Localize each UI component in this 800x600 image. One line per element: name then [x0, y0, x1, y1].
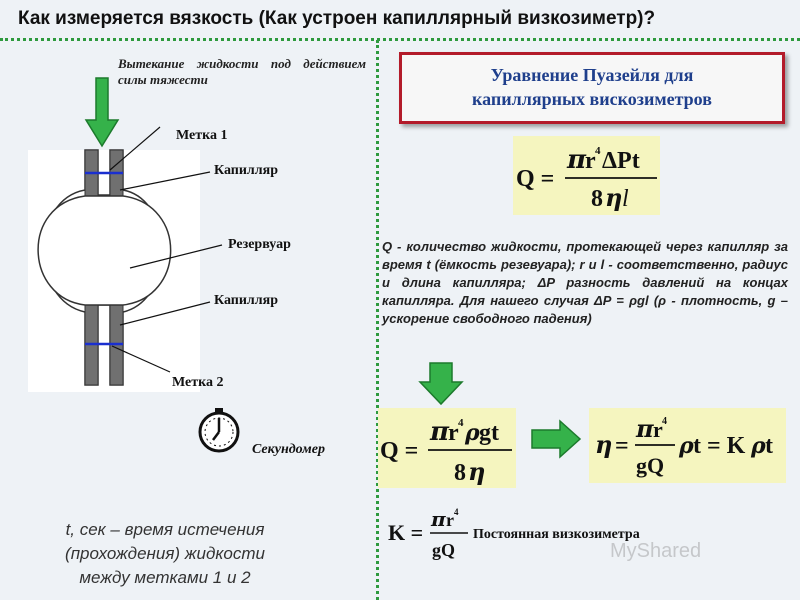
svg-text:ΔPt: ΔPt	[602, 148, 640, 174]
svg-text:4: 4	[662, 416, 667, 427]
poiseuille-title-line2: капиллярных вискозиметров	[472, 89, 712, 109]
formula-eta: η = π r 4 gQ ρ t = K ρ t	[589, 408, 786, 483]
label-reservoir: Резервуар	[228, 237, 291, 252]
svg-text:4: 4	[458, 417, 464, 429]
formula-poiseuille: Q = π r 4 ΔPt 8 η l	[513, 136, 660, 215]
svg-text:gt: gt	[479, 420, 499, 446]
svg-text:π: π	[566, 145, 587, 175]
svg-text:t: t	[765, 433, 773, 459]
flow-arrow-icon	[84, 77, 120, 148]
flow-description: Вытекание жидкости под действием силы тя…	[118, 56, 366, 87]
svg-text:ρ: ρ	[464, 420, 480, 446]
time-description-line2: (прохождения) жидкости	[65, 544, 265, 563]
svg-text:gQ: gQ	[636, 453, 664, 478]
down-arrow-icon	[418, 362, 464, 406]
poiseuille-title-line1: Уравнение Пуазейля для	[490, 65, 694, 85]
formula-description: Q - количество жидкости, протекающей чер…	[382, 239, 788, 326]
svg-text:r: r	[446, 510, 454, 530]
label-capillary-top: Капилляр	[214, 163, 278, 178]
svg-text:K =: K =	[388, 520, 423, 545]
svg-text:gQ: gQ	[432, 540, 455, 560]
svg-text:η: η	[605, 183, 622, 212]
label-mark1: Метка 1	[176, 128, 228, 143]
right-arrow-icon	[531, 419, 582, 459]
svg-text:t = K: t = K	[693, 433, 746, 459]
constant-label: Постоянная визкозиметра	[473, 527, 640, 542]
time-description: t, сек – время истечения (прохождения) ж…	[20, 518, 310, 590]
svg-text:r: r	[448, 420, 459, 446]
stopwatch-icon	[198, 408, 240, 453]
label-mark2: Метка 2	[172, 375, 224, 390]
svg-text:8: 8	[454, 460, 466, 486]
divider-vertical	[376, 40, 379, 600]
svg-text:η: η	[468, 457, 485, 486]
pointer-mark1	[109, 126, 161, 171]
svg-text:4: 4	[595, 145, 601, 157]
formula-q-density: Q = π r 4 ρ gt 8 η	[378, 408, 516, 488]
svg-text:π: π	[430, 507, 446, 531]
svg-text:η: η	[595, 430, 612, 459]
label-capillary-bottom: Капилляр	[214, 293, 278, 308]
svg-text:r: r	[585, 148, 596, 174]
watermark-logo: MyShared	[610, 540, 702, 562]
formula-q-density-svg: Q = π r 4 ρ gt 8 η	[380, 417, 512, 486]
svg-text:r: r	[653, 417, 663, 442]
viscometer-diagram	[28, 77, 240, 453]
svg-text:4: 4	[454, 507, 459, 517]
formula-k: K = π r 4 gQ	[388, 507, 468, 560]
formula-poiseuille-svg: Q = π r 4 ΔPt 8 η l	[516, 145, 657, 212]
svg-text:l: l	[622, 186, 629, 212]
label-stopwatch: Секундомер	[252, 442, 325, 457]
svg-text:=: =	[615, 433, 629, 459]
svg-text:8: 8	[591, 186, 603, 212]
pointer-mark2	[111, 345, 171, 373]
pointer-capillary-bottom	[119, 301, 211, 326]
svg-text:π: π	[635, 414, 654, 443]
divider-horizontal	[0, 38, 800, 41]
svg-text:Q =: Q =	[516, 166, 554, 192]
time-description-line1: t, сек – время истечения	[65, 520, 265, 539]
svg-text:ρ: ρ	[750, 433, 766, 459]
time-description-line3: между метками 1 и 2	[79, 568, 251, 587]
poiseuille-title-box: Уравнение Пуазейля для капиллярных виско…	[399, 52, 785, 124]
svg-text:Q =: Q =	[380, 438, 418, 464]
svg-text:ρ: ρ	[678, 433, 694, 459]
svg-text:π: π	[429, 417, 450, 447]
page-title: Как измеряется вязкость (Как устроен кап…	[18, 8, 656, 29]
pointer-capillary-top	[119, 171, 211, 191]
formula-eta-svg: η = π r 4 gQ ρ t = K ρ t	[595, 414, 773, 478]
pointer-reservoir	[129, 244, 223, 269]
reservoir-bulb	[37, 195, 172, 306]
